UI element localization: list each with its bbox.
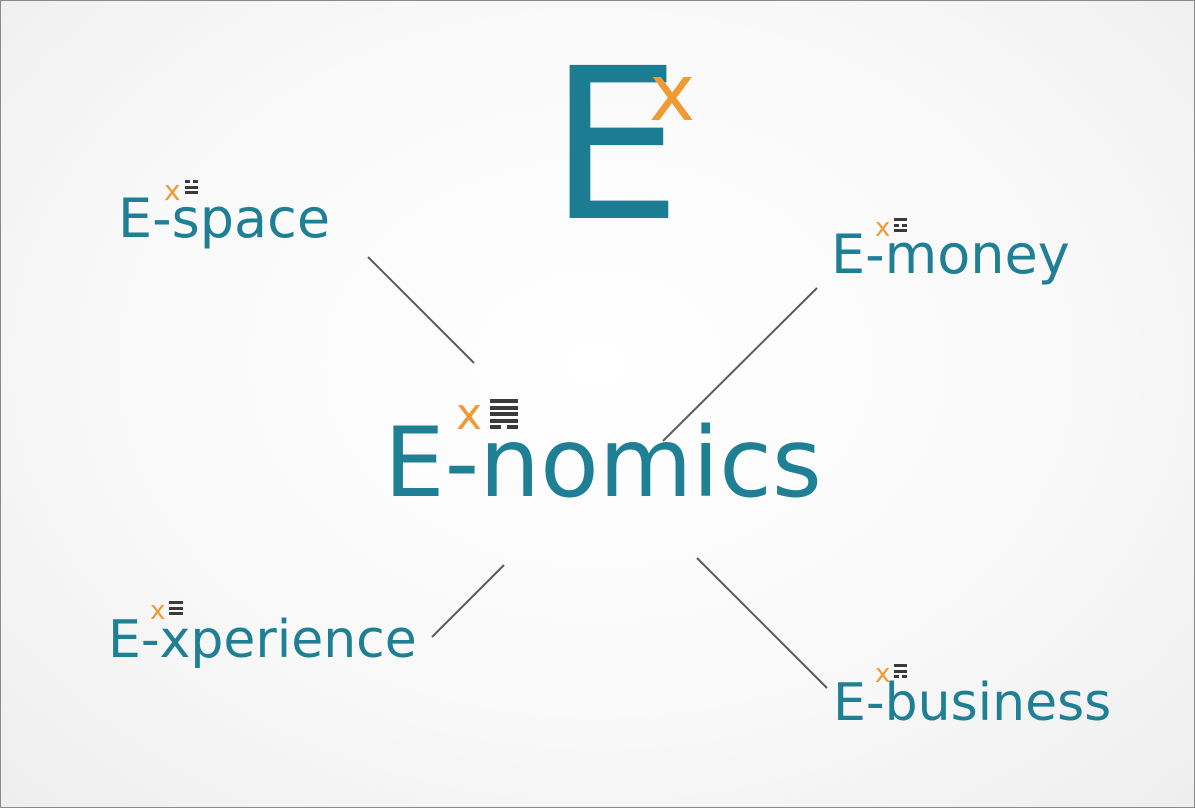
term-superscript: x bbox=[875, 213, 891, 243]
trigram-icon bbox=[169, 601, 184, 615]
logo-letter: E bbox=[549, 23, 682, 268]
term-e-nomics: E-nomics x bbox=[384, 393, 822, 520]
trigram-icon bbox=[490, 399, 519, 429]
connector-business bbox=[696, 557, 828, 689]
term-superscript: x bbox=[164, 174, 181, 207]
term-letter: E bbox=[384, 407, 445, 519]
term-word: space bbox=[171, 187, 331, 250]
term-dash: - bbox=[865, 673, 885, 733]
trigram-icon bbox=[894, 218, 908, 232]
term-letter: E bbox=[833, 673, 866, 733]
term-e-space: E-space x bbox=[118, 177, 331, 251]
term-dash: - bbox=[865, 223, 885, 286]
term-word: xperience bbox=[159, 610, 417, 670]
ex-logo: E x bbox=[549, 41, 719, 251]
logo-superscript: x bbox=[649, 49, 696, 139]
term-letter: E bbox=[118, 187, 153, 250]
term-dash: - bbox=[140, 610, 160, 670]
term-word: nomics bbox=[479, 407, 822, 519]
term-e-business: E-business x bbox=[833, 661, 1112, 733]
trigram-icon bbox=[184, 180, 198, 194]
connector-experience bbox=[431, 564, 505, 638]
term-superscript: x bbox=[875, 659, 891, 689]
term-e-experience: E-xperience x bbox=[108, 598, 417, 670]
trigram-icon bbox=[894, 664, 908, 678]
term-word: business bbox=[884, 673, 1112, 733]
connector-money bbox=[662, 287, 818, 442]
term-letter: E bbox=[831, 223, 866, 286]
term-superscript: x bbox=[456, 389, 483, 440]
term-letter: E bbox=[108, 610, 141, 670]
term-dash: - bbox=[152, 187, 172, 250]
term-dash: - bbox=[444, 407, 480, 519]
term-superscript: x bbox=[150, 596, 166, 626]
connector-space bbox=[367, 256, 475, 364]
term-e-money: E-money x bbox=[831, 215, 1070, 286]
term-word: money bbox=[884, 223, 1070, 286]
